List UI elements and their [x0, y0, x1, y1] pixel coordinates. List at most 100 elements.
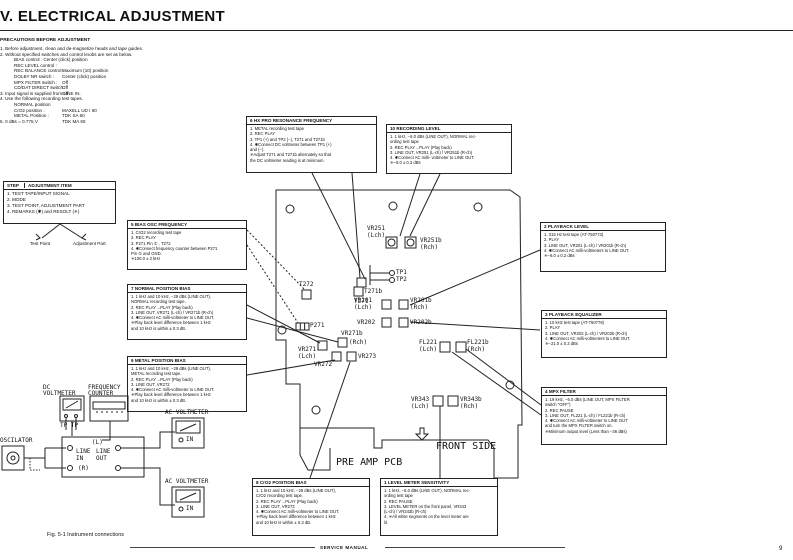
step-legend-line: 1. TEST TAPE/INPUT SIGNAL [7, 191, 70, 196]
precautions-values: Maximum (10) position Center (click) pos… [62, 68, 108, 124]
oscillator-label: OSCILATOR [0, 437, 33, 444]
vr251b-trimmer-icon [404, 236, 417, 249]
left-channel-label: (L) [92, 439, 103, 446]
metal-bias-line: 1. 1 kHz and 10 kHz, −29 dBs (LINE OUT), [131, 366, 211, 371]
rec-level-line: ✳−6.0 ± 0.3 dBs [390, 160, 421, 166]
bias-osc-line: Pin ① and GND. [131, 251, 162, 257]
pcb-lower-tab [299, 428, 331, 471]
mpx-line: 4. ✱Connect AC milli-voltmeter to LINE O… [545, 418, 628, 424]
playback-equalizer-box: 3 PLAYBACK EQUALIZER 1. 10 kHz test tape… [541, 310, 667, 358]
footer-divider-right [385, 547, 565, 548]
line-out-r-jack-icon [115, 465, 121, 471]
page-number: 9 [779, 546, 783, 552]
level-meter-line: 3. LEVEL METER on the front panel, VR343 [384, 503, 467, 509]
adjustment-part-arrowhead [81, 233, 87, 241]
precaution-line: MPX FILTER switch : [14, 79, 58, 85]
p271-connector-icon [295, 322, 310, 331]
precaution-value: Maximum (10) position [62, 68, 109, 74]
tp2-icon [389, 277, 395, 283]
line-in-l-jack-icon [67, 445, 73, 451]
bias-osc-line: 3. P271 Pin ① , T272 [131, 240, 171, 246]
adjustment-item-col-label: ADJUSTMENT ITEM [28, 183, 72, 188]
right-channel-label: (R) [78, 465, 89, 472]
mpx-line: and turn the MPX FILTER switch on. [545, 423, 613, 429]
playback-eq-line: 3. LINE OUT, VR202 (L-ch) / VR202b (R-ch… [545, 330, 628, 336]
precaution-value: Off [62, 79, 69, 85]
playback-eq-line: 1. 10 kHz test tape (AT-750778) [545, 320, 605, 325]
cro2-bias-line: 1. 1 kHz and 10 kHz, −29 dBs (LINE OUT), [256, 488, 336, 493]
vr272-trimmer-icon [331, 351, 342, 362]
vr201-trimmer-icon [381, 299, 392, 310]
ac-voltmeter-1-in-label: IN [186, 436, 194, 443]
precaution-line: NORMAL position [14, 101, 51, 107]
precaution-line: DOLBY NR switch : [14, 73, 54, 79]
adjustment-part-label: Adjustment Part [73, 241, 106, 246]
normal-bias-line: 3. LINE OUT, VR271 (L-ch) / VR271b (R-ch… [131, 309, 214, 315]
mpx-filter-box: 4 MPX FILTER 1. 19 kHz, −6.0 dBs (LINE O… [541, 387, 667, 445]
metal-position-bias-title: 9 METAL POSITION BIAS [128, 357, 246, 365]
step-legend-line: 4. REMARKS (✱) and RESOLT (✳) [7, 209, 80, 214]
p271-label: P271 [310, 322, 325, 329]
precaution-line: 1. Before adjustment, clean and de-magne… [0, 46, 144, 51]
rec-level-line: 1. 1 kHz, −6.0 dBs (LINE OUT), NORMAL re… [390, 134, 477, 139]
bias-osc-leader-line [246, 229, 306, 291]
playback-level-line: ✳−6.0 ± 0.2 dBs [544, 253, 575, 259]
bias-osc-frequency-title: 5 BIAS OSC FREQUENCY [128, 221, 246, 229]
vr251-label: VR251(Lch) [367, 225, 386, 239]
vr201b-trimmer-icon [398, 299, 409, 310]
precaution-line: METAL Position : [14, 113, 49, 119]
precaution-line: 5. 0 dBs = 0.775 V [0, 118, 38, 124]
vr202b-label: VR202b [410, 319, 432, 326]
vr343-label: VR343(Lch) [411, 396, 430, 410]
vr343b-label: VR343b(Rch) [460, 396, 482, 410]
precaution-line: REC LEVEL control : [14, 62, 57, 68]
step-col-label: STEP [7, 183, 25, 188]
hx-line: the DC voltmeter reading is at minimum. [250, 157, 325, 163]
playback-level-box: 2 PLAYBACK LEVEL 1. 315 Hz test tape (AT… [540, 222, 666, 272]
precautions-list: 1. Before adjustment, clean and de-magne… [0, 46, 143, 124]
mounting-hole [473, 202, 483, 212]
tp1-icon [389, 270, 395, 276]
dc-voltmeter-needle-icon [65, 400, 79, 409]
vr271b-label: VR271b [341, 330, 363, 337]
vr271b-trimmer-icon [337, 337, 348, 348]
vr272-label: VR272 [314, 361, 333, 368]
vr271b-ch-label: (Rch) [349, 339, 368, 346]
mounting-hole [277, 325, 287, 335]
hx-line: 2. REC PLAY [250, 131, 276, 137]
front-side-label: FRONT SIDE [436, 441, 497, 452]
pcb-name-label: PRE AMP PCB [336, 457, 403, 468]
vr273-trimmer-icon [346, 351, 357, 362]
vr202-trimmer-icon [381, 317, 392, 328]
cro2-bias-line: CrO2 recording test tape. [256, 493, 304, 499]
precaution-value: Center (click) position [62, 73, 107, 79]
vr273-label: VR273 [358, 353, 377, 360]
t271-label: T271 [354, 298, 369, 305]
pre-amp-pcb-outline [275, 189, 523, 479]
vr271-trimmer-icon [317, 340, 328, 351]
rec-level-line: 2. REC PLAY→PLAY (Play back) [390, 144, 452, 150]
playback-eq-leader-line [409, 321, 541, 331]
bias-osc-line: ✳100.0 ± 2 kHz [131, 256, 161, 262]
metal-bias-line: METAL recording test tape. [131, 371, 182, 377]
mpx-filter-title: 4 MPX FILTER [542, 388, 666, 396]
rec-level-line: 4. ✱Connect AC milli- voltmeter to LINE … [390, 155, 475, 161]
bias-osc-line: 4. ✱Connect frequency counter between P2… [131, 245, 218, 251]
cro2-leader-line [309, 361, 351, 479]
level-meter-line: lit. [384, 519, 389, 525]
normal-bias-line: NORMAL recording test tape. [131, 299, 186, 305]
dc-voltmeter-label: DC VOLTMETER [43, 384, 76, 397]
vr251b-label: VR251b(Rch) [420, 237, 442, 251]
metal-bias-line: and 10 kHz is within ± 0.3 dB. [131, 397, 187, 403]
precaution-value: TDK MA 60 [62, 118, 86, 124]
vr201b-label: VR201b(Rch) [410, 297, 432, 311]
vr271-label: VR271(Lch) [298, 346, 317, 360]
t272-label: T272 [299, 281, 314, 288]
mpx-line: ✳Minimum output level (Less than −36 dBs… [545, 428, 627, 434]
fl221b-label: FL221b(Rch) [467, 339, 489, 353]
page-title: V. ELECTRICAL ADJUSTMENT [0, 8, 225, 25]
hx-pro-resonance-title: 6 HX PRO RESONANCE FREQUENCY [247, 117, 376, 125]
figure-caption: Fig. 5-1 Instrument connections [47, 532, 125, 538]
